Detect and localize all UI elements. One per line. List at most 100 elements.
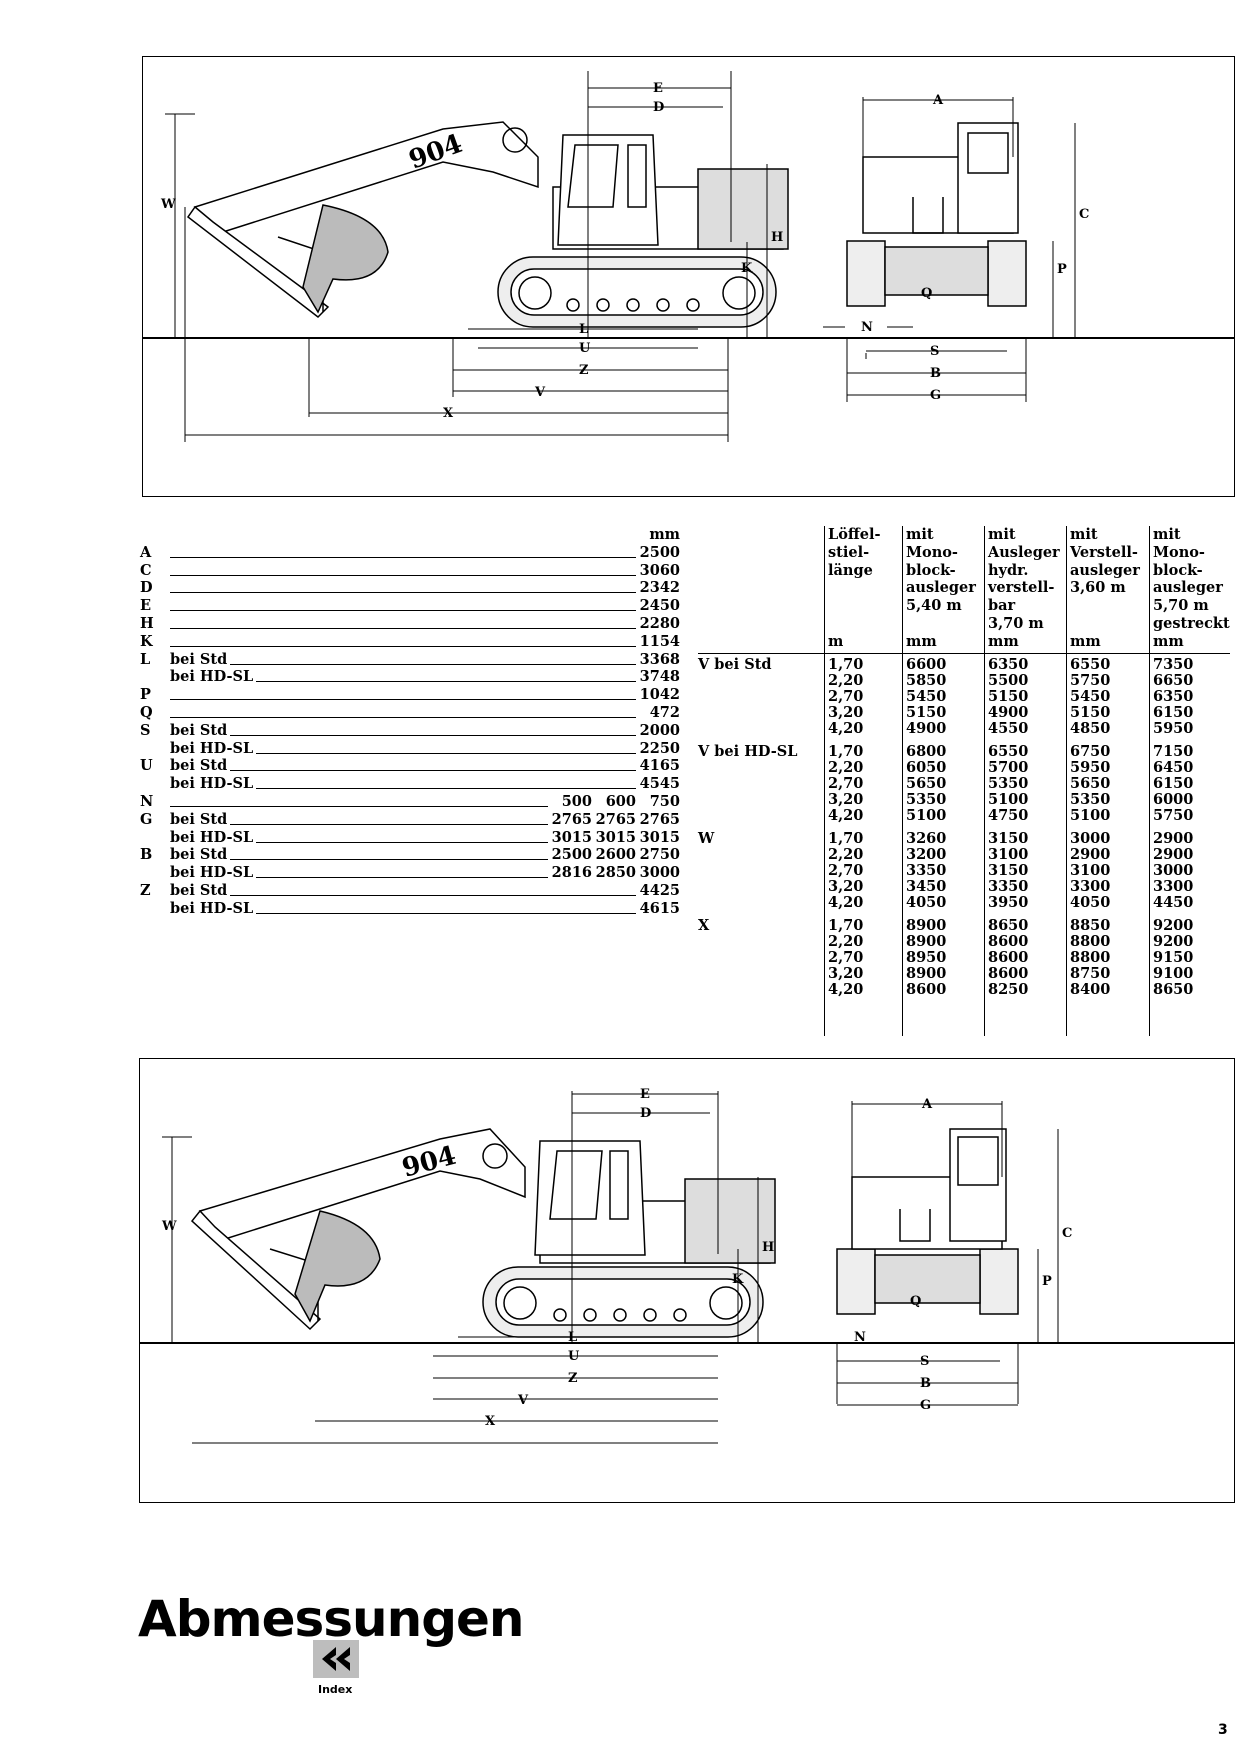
table-cell: 4750 [988, 807, 1029, 824]
svg-text:B: B [920, 1376, 931, 1391]
dimension-value: 2816 [548, 864, 592, 882]
table-cell: 7350 [1153, 656, 1194, 673]
stick-length-cell: 1,70 [828, 656, 864, 673]
dimension-letter: G [140, 810, 153, 828]
dimension-variant: bei Std [170, 881, 231, 900]
header-monoblock-570: mit Mono- block- ausleger 5,70 m gestrec… [1153, 526, 1230, 632]
stick-length-cell: 4,20 [828, 894, 864, 911]
table-cell: 8800 [1070, 949, 1111, 966]
dimension-value: 3015 [548, 828, 592, 847]
table-cell: 4900 [988, 704, 1029, 721]
table-cell: 6550 [1070, 656, 1111, 673]
stick-length-cell: 3,20 [828, 704, 864, 721]
dimension-letter: P [140, 686, 151, 704]
table-cell: 2900 [1153, 830, 1194, 847]
excavator-side-and-front-view-drawing: 904 [143, 71, 1234, 442]
table-cell: 8900 [906, 917, 947, 934]
dimension-value: 4425 [636, 881, 680, 900]
table-cell: 3450 [906, 878, 947, 895]
table-cell: 3150 [988, 830, 1029, 847]
table-cell: 9200 [1153, 917, 1194, 934]
table-cell: 6350 [1153, 688, 1194, 705]
svg-text:W: W [160, 197, 176, 212]
table-cell: 8400 [1070, 981, 1111, 998]
dimension-letter: C [140, 561, 152, 579]
table-cell: 4450 [1153, 894, 1194, 911]
table-cell: 8900 [906, 933, 947, 950]
table-cell: 8800 [1070, 933, 1111, 950]
dimension-variant: bei HD-SL [170, 828, 257, 847]
table-cell: 3260 [906, 830, 947, 847]
dimension-value: 2000 [636, 721, 680, 740]
double-chevron-left-icon [322, 1647, 350, 1671]
dimension-variant: bei Std [170, 757, 231, 776]
bottom-dimension-diagram: 904 [139, 1058, 1235, 1503]
svg-text:S: S [920, 1354, 929, 1369]
page-number: 3 [1218, 1722, 1228, 1738]
group-label: V bei HD-SL [698, 743, 798, 760]
table-cell: 5350 [906, 791, 947, 808]
dimension-letter: U [140, 757, 153, 775]
dimension-variant: bei Std [170, 650, 231, 669]
table-cell: 4850 [1070, 720, 1111, 737]
table-cell: 6800 [906, 743, 947, 760]
svg-text:V: V [517, 1393, 529, 1408]
svg-text:X: X [443, 406, 454, 421]
stick-length-cell: 2,20 [828, 846, 864, 863]
table-cell: 6450 [1153, 759, 1194, 776]
stick-length-cell: 3,20 [828, 965, 864, 982]
stick-length-cell: 1,70 [828, 743, 864, 760]
table-cell: 5450 [906, 688, 947, 705]
table-cell: 6350 [988, 656, 1029, 673]
stick-length-cell: 3,20 [828, 878, 864, 895]
dimension-variant: bei HD-SL [170, 899, 257, 918]
dimension-letter: Z [140, 881, 151, 899]
stick-length-cell: 1,70 [828, 917, 864, 934]
group-label: V bei Std [698, 656, 772, 673]
dimension-value: 2500 [548, 846, 592, 865]
svg-text:H: H [762, 1240, 774, 1255]
table-cell: 2900 [1153, 846, 1194, 863]
table-cell: 8900 [906, 965, 947, 982]
svg-text:P: P [1057, 262, 1067, 277]
table-cell: 9100 [1153, 965, 1194, 982]
table-cell: 5100 [988, 791, 1029, 808]
svg-text:A: A [921, 1097, 933, 1112]
dimension-letter: B [140, 846, 153, 864]
table-cell: 8600 [906, 981, 947, 998]
table-cell: 3300 [1153, 878, 1194, 895]
dimension-value: 2450 [636, 597, 680, 615]
svg-text:G: G [920, 1398, 931, 1413]
leader-line [170, 841, 548, 843]
leader-line [170, 645, 638, 647]
table-cell: 6650 [1153, 672, 1194, 689]
dimension-letter: S [140, 721, 151, 739]
svg-text:Z: Z [579, 363, 589, 378]
table-cell: 8650 [988, 917, 1029, 934]
svg-text:D: D [653, 100, 664, 115]
column-divider [1149, 526, 1150, 1036]
dimension-value: 2765 [548, 810, 592, 829]
index-button[interactable] [313, 1640, 359, 1678]
dimension-value: 2600 [592, 846, 636, 865]
table-cell: 5950 [1153, 720, 1194, 737]
stick-length-cell: 1,70 [828, 830, 864, 847]
table-cell: 5100 [906, 807, 947, 824]
dimension-value: 4165 [636, 757, 680, 776]
table-cell: 3100 [1070, 862, 1111, 879]
table-cell: 3100 [988, 846, 1029, 863]
dimension-variant: bei Std [170, 810, 231, 829]
table-cell: 5350 [988, 775, 1029, 792]
index-label[interactable]: Index [318, 1683, 353, 1696]
svg-text:U: U [568, 1349, 580, 1364]
dimension-variant: bei Std [170, 721, 231, 740]
dimension-value: 600 [592, 792, 636, 811]
stick-length-cell: 2,70 [828, 949, 864, 966]
